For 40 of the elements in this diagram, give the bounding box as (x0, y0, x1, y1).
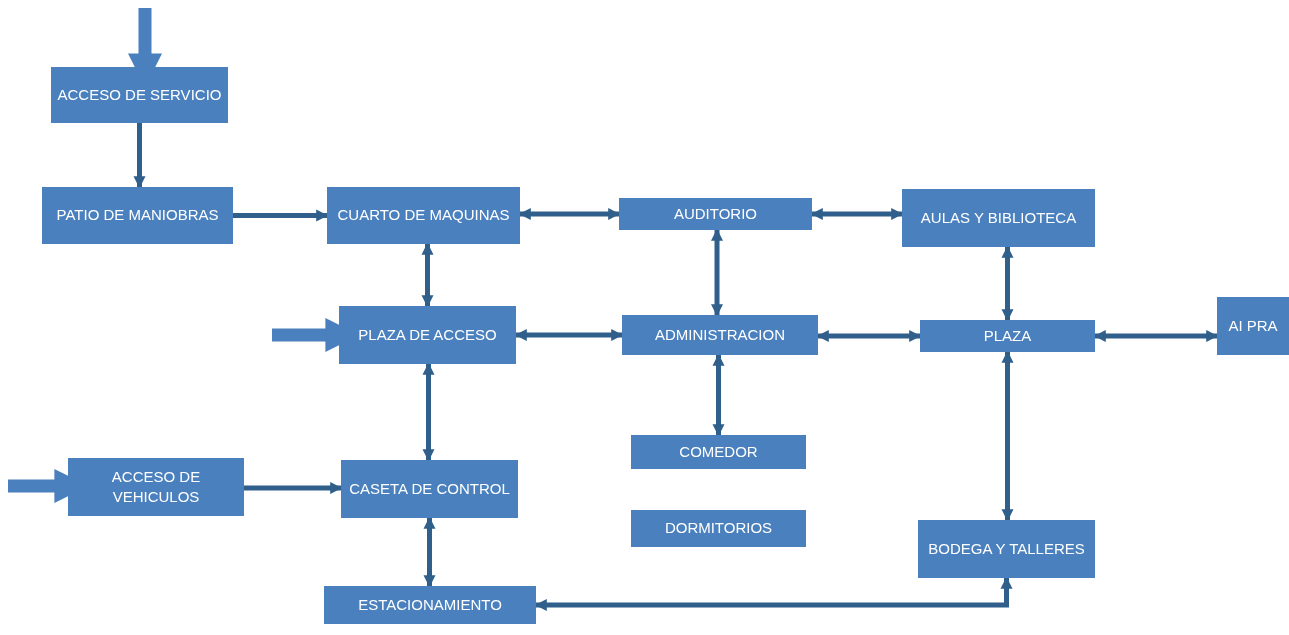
arrow (1001, 350, 1014, 522)
process-box (631, 510, 806, 547)
arrow (712, 353, 725, 437)
arrow (133, 123, 146, 189)
box-label: PATIO DE MANIOBRAS (56, 205, 219, 226)
box-label: ACCESO DE SERVICIO (57, 84, 222, 105)
box-label: PLAZA (983, 325, 1032, 346)
box-label: AULAS Y BIBLIOTECA (920, 207, 1077, 228)
process-box (42, 187, 233, 244)
process-box (51, 67, 228, 123)
process-box (920, 320, 1095, 352)
box-label: AUDITORIO (673, 203, 758, 224)
process-box (68, 458, 244, 516)
arrow (233, 209, 329, 222)
box-label: AI PRA (1228, 315, 1278, 336)
process-box (902, 189, 1095, 247)
box-label: COMEDOR (679, 441, 758, 462)
arrow (1001, 245, 1014, 322)
box-label: BODEGA Y TALLERES (928, 538, 1085, 559)
box-label: ADMINISTRACION (655, 324, 785, 345)
process-box (1217, 297, 1289, 355)
box-label: ESTACIONAMIENTO (358, 594, 502, 615)
box-label: DORMITORIOS (664, 518, 773, 539)
process-box (918, 520, 1095, 578)
box-label: ACCESO DE VEHICULOS (110, 466, 202, 507)
process-box (619, 198, 812, 230)
box-label: PLAZA DE ACCESO (358, 324, 497, 345)
process-box (339, 306, 516, 364)
arrow (711, 228, 723, 317)
box-label: CASETA DE CONTROL (349, 478, 510, 499)
process-box (341, 460, 518, 518)
box-label: CUARTO DE MAQUINAS (337, 205, 510, 226)
arrow (421, 242, 434, 308)
process-box (324, 586, 536, 624)
process-box (327, 187, 520, 244)
process-box (622, 315, 818, 355)
process-box (631, 435, 806, 469)
arrow (423, 516, 436, 588)
arrow (422, 362, 435, 462)
arrow (244, 482, 343, 494)
